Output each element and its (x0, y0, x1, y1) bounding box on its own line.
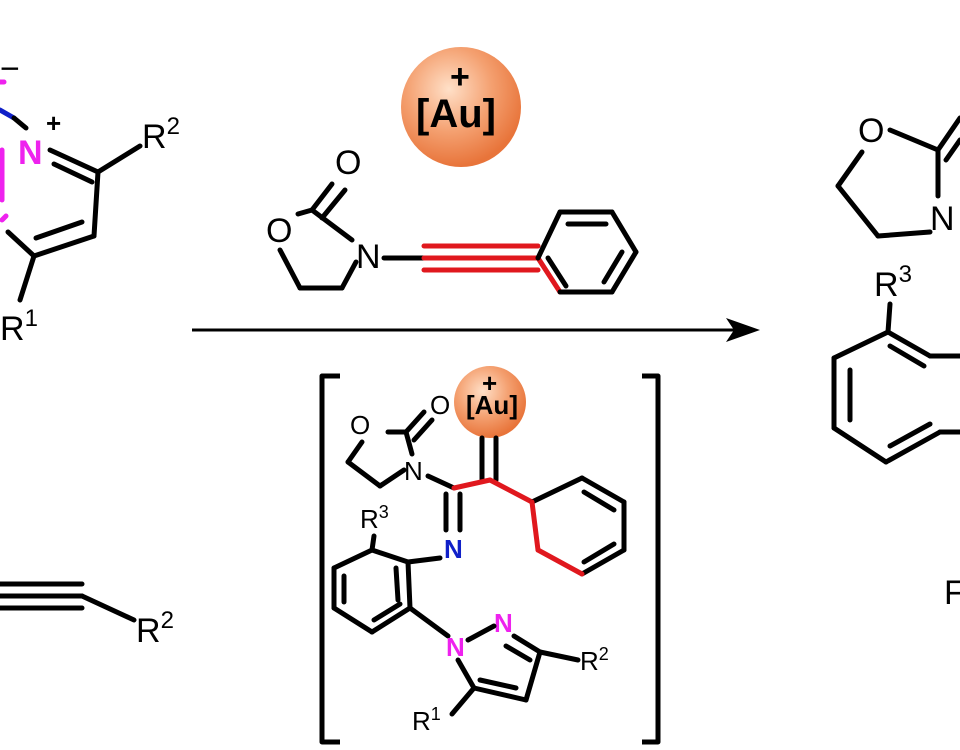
intermediate-au-charge: + (482, 368, 497, 398)
ynamide-n: N (356, 238, 381, 276)
int-amide-n: N (404, 456, 423, 486)
alkyne-r2-label: R2 (136, 607, 174, 650)
carbonyl-o: O (335, 144, 361, 182)
int-pyr-n1: N (446, 632, 465, 662)
ring-o: O (266, 212, 292, 250)
left-reactant: − N + R2 R1 (0, 50, 180, 348)
n-plus-atom: N (18, 134, 43, 172)
product-o: O (858, 112, 884, 150)
gold-catalyst: + [Au] (401, 47, 521, 167)
catalyst-sphere (401, 47, 521, 167)
catalyst-label: [Au] (416, 92, 496, 136)
intermediate-au-sphere (454, 366, 526, 438)
product: O N R3 F (831, 112, 960, 612)
int-ring-o: O (350, 410, 370, 440)
r1-label: R1 (0, 305, 38, 348)
product-r3-label: R3 (874, 261, 912, 304)
r2-label: R2 (142, 113, 180, 156)
int-r3-label: R3 (360, 502, 389, 534)
product-n: N (930, 200, 955, 238)
int-pyr-n2: N (494, 608, 513, 638)
n-plus-charge: + (46, 108, 61, 138)
int-imine-n: N (444, 534, 463, 564)
ynamide-reagent: O O N (266, 144, 639, 295)
catalyst-charge: + (450, 58, 470, 96)
int-r1-label: R1 (412, 704, 441, 736)
reaction-arrow (192, 318, 760, 342)
intermediate: + [Au] O O N N R3 (331, 366, 627, 736)
product-partial-label: F (944, 574, 960, 612)
int-r2-label: R2 (580, 644, 609, 676)
intermediate-bracket (319, 373, 661, 745)
int-carbonyl-o: O (430, 390, 450, 420)
anion-minus: − (0, 50, 20, 88)
left-alkyne: R2 (0, 581, 174, 650)
intermediate-au-label: [Au] (466, 390, 518, 420)
